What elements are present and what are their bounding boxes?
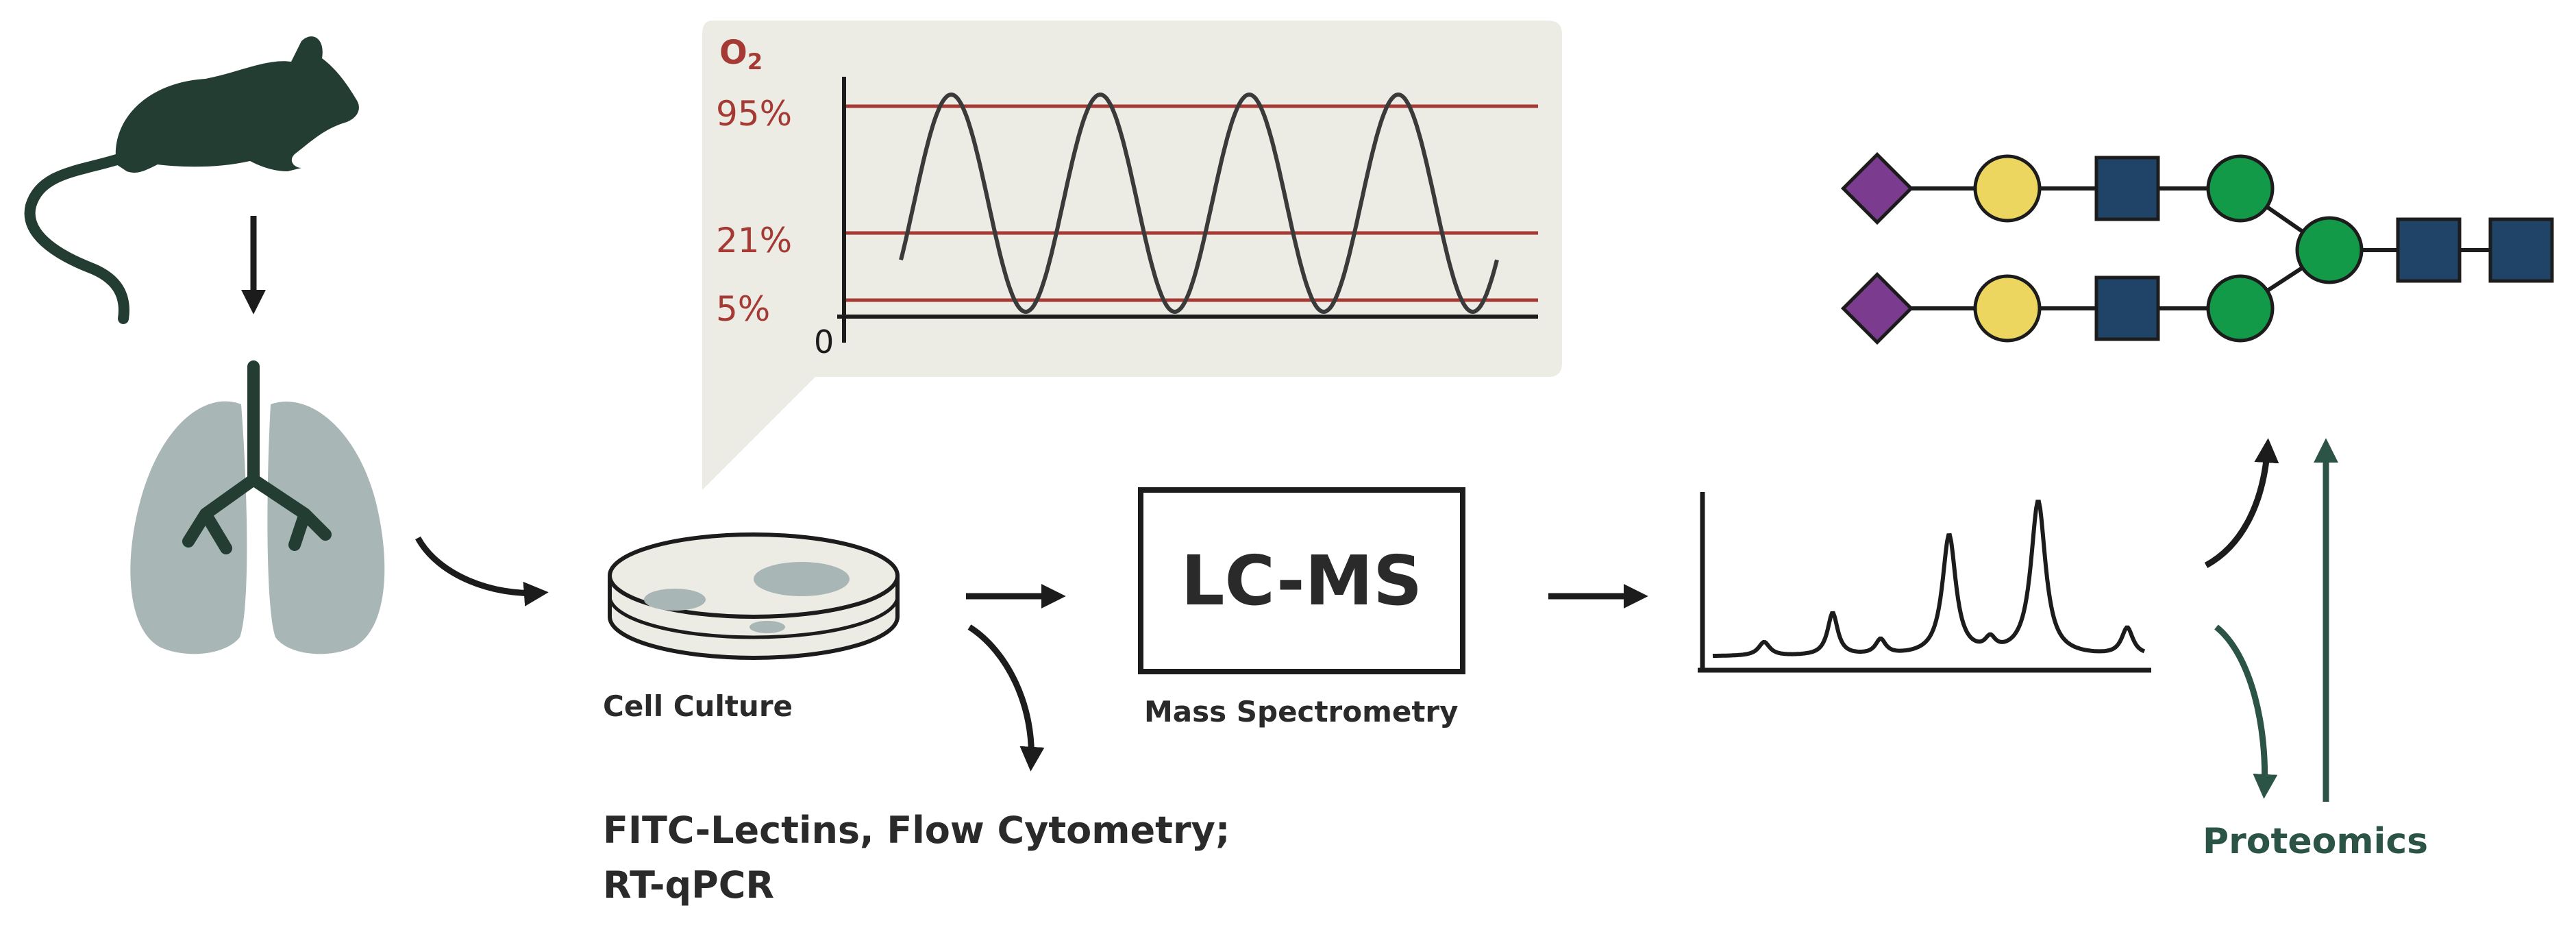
assays-label-line1: FITC-Lectins, Flow Cytometry; <box>603 809 1230 852</box>
lcms-box-label: LC-MS <box>1181 541 1422 621</box>
callout-background <box>702 21 1562 490</box>
glycan-square-upper <box>2094 156 2160 221</box>
o2-axis-title: O2 <box>719 34 763 75</box>
glycan-circle-green-upper <box>2206 154 2275 223</box>
level-label-21: 21% <box>716 221 792 260</box>
glycan-diamond-lower <box>1840 271 1914 345</box>
glycan-circle-yellow-lower <box>1973 274 2042 343</box>
petri-dish-icon <box>608 532 900 660</box>
mouse-icon <box>24 36 359 324</box>
assays-label-line2: RT-qPCR <box>603 863 774 907</box>
o2-wave <box>899 92 1499 315</box>
glycan-square-lower <box>2094 275 2160 341</box>
cell-culture-label: Cell Culture <box>603 689 793 723</box>
glycan-square-core-2 <box>2488 217 2554 283</box>
glycan-structure <box>1840 151 2554 345</box>
o2-oscillation-panel: O2 95% 21% 5% 0 <box>702 21 1562 490</box>
glycan-diamond-upper <box>1840 151 1914 225</box>
arrow-culture-to-assays <box>967 624 1045 772</box>
axis-zero-label: 0 <box>814 323 834 360</box>
glycan-circle-yellow-upper <box>1973 154 2042 223</box>
arrow-spectrum-to-proteomics <box>2214 624 2278 799</box>
mass-spectrometry-label: Mass Spectrometry <box>1144 695 1459 728</box>
lungs-icon <box>130 360 385 654</box>
level-label-95: 95% <box>716 94 792 134</box>
level-label-5: 5% <box>716 289 770 329</box>
mass-spectrum-icon <box>1698 492 2151 673</box>
glycan-circle-green-lower <box>2206 274 2275 343</box>
arrow-spectrum-to-glycan <box>2204 438 2279 568</box>
arrow-lungs-to-culture <box>415 536 549 606</box>
lcms-box <box>1138 487 1465 674</box>
proteomics-label: Proteomics <box>2203 821 2428 862</box>
glycan-circle-green-core <box>2295 216 2364 284</box>
glycan-square-core-1 <box>2396 217 2462 283</box>
